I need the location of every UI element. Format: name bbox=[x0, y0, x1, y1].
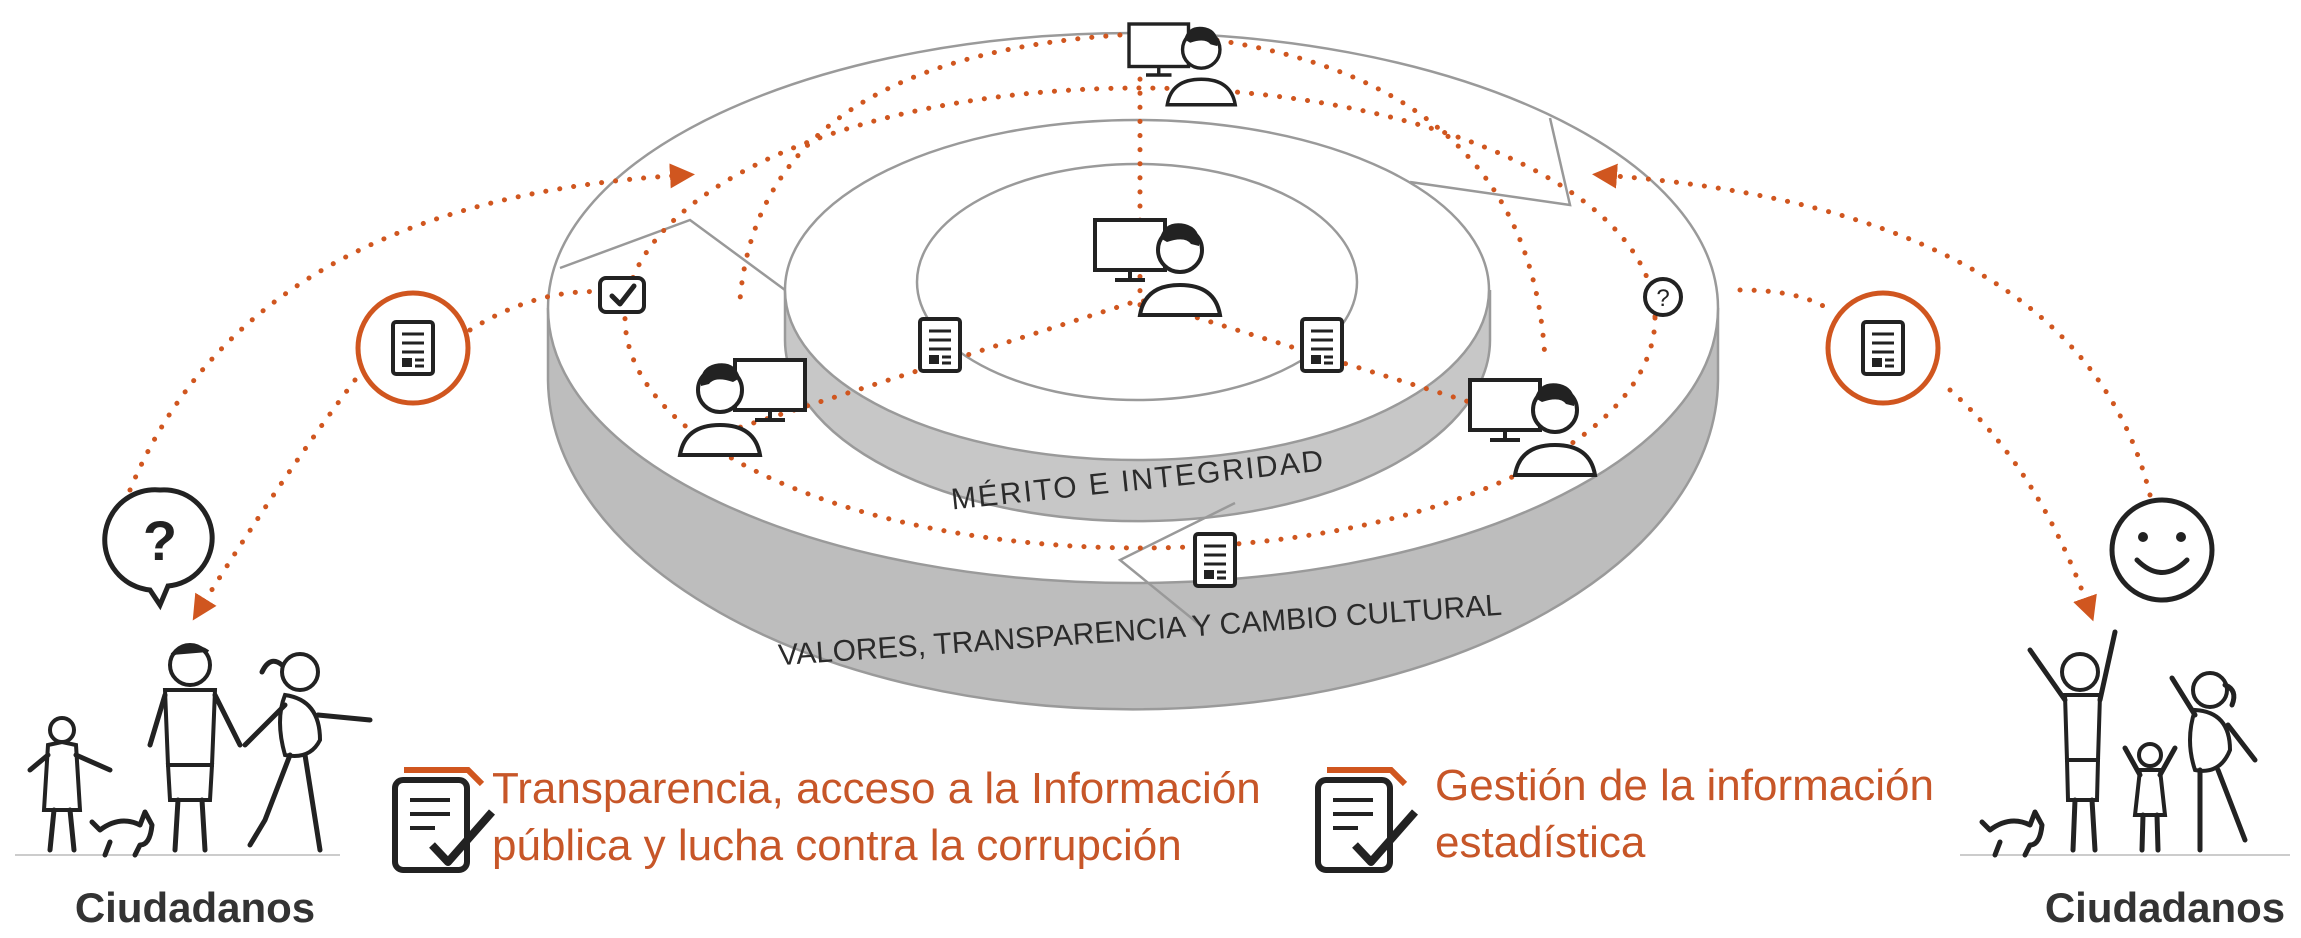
legend-item1-line1: Transparencia, acceso a la Información bbox=[492, 764, 1261, 813]
question-bubble-icon: ? bbox=[1643, 277, 1683, 317]
document-icon bbox=[1300, 317, 1344, 373]
left-citizens-label: Ciudadanos bbox=[75, 884, 315, 931]
checklist-icon bbox=[1315, 767, 1419, 873]
flow-lines bbox=[127, 32, 2153, 622]
smiley-icon bbox=[2109, 497, 2215, 603]
question-bubble-icon: ? bbox=[102, 487, 215, 611]
legend-item2-line1: Gestión de la información bbox=[1435, 761, 1934, 810]
check-bubble-icon bbox=[598, 276, 646, 314]
checklist-icon bbox=[392, 767, 496, 873]
document-icon bbox=[918, 317, 962, 373]
document-icon bbox=[1825, 290, 1941, 406]
citizens-illustration bbox=[1960, 629, 2290, 858]
ring-dividers bbox=[559, 117, 1572, 626]
right-citizens-label: Ciudadanos bbox=[2045, 884, 2285, 931]
legend-item2-line2: estadística bbox=[1435, 818, 1646, 867]
citizens-illustration bbox=[15, 643, 373, 858]
legend-item1-line2: pública y lucha contra la corrupción bbox=[492, 821, 1182, 870]
bubble-text: ? bbox=[143, 509, 177, 572]
svg-text:?: ? bbox=[1656, 285, 1669, 312]
document-icon bbox=[355, 290, 471, 406]
document-icon bbox=[1193, 532, 1237, 588]
inner-ring bbox=[783, 118, 1492, 523]
